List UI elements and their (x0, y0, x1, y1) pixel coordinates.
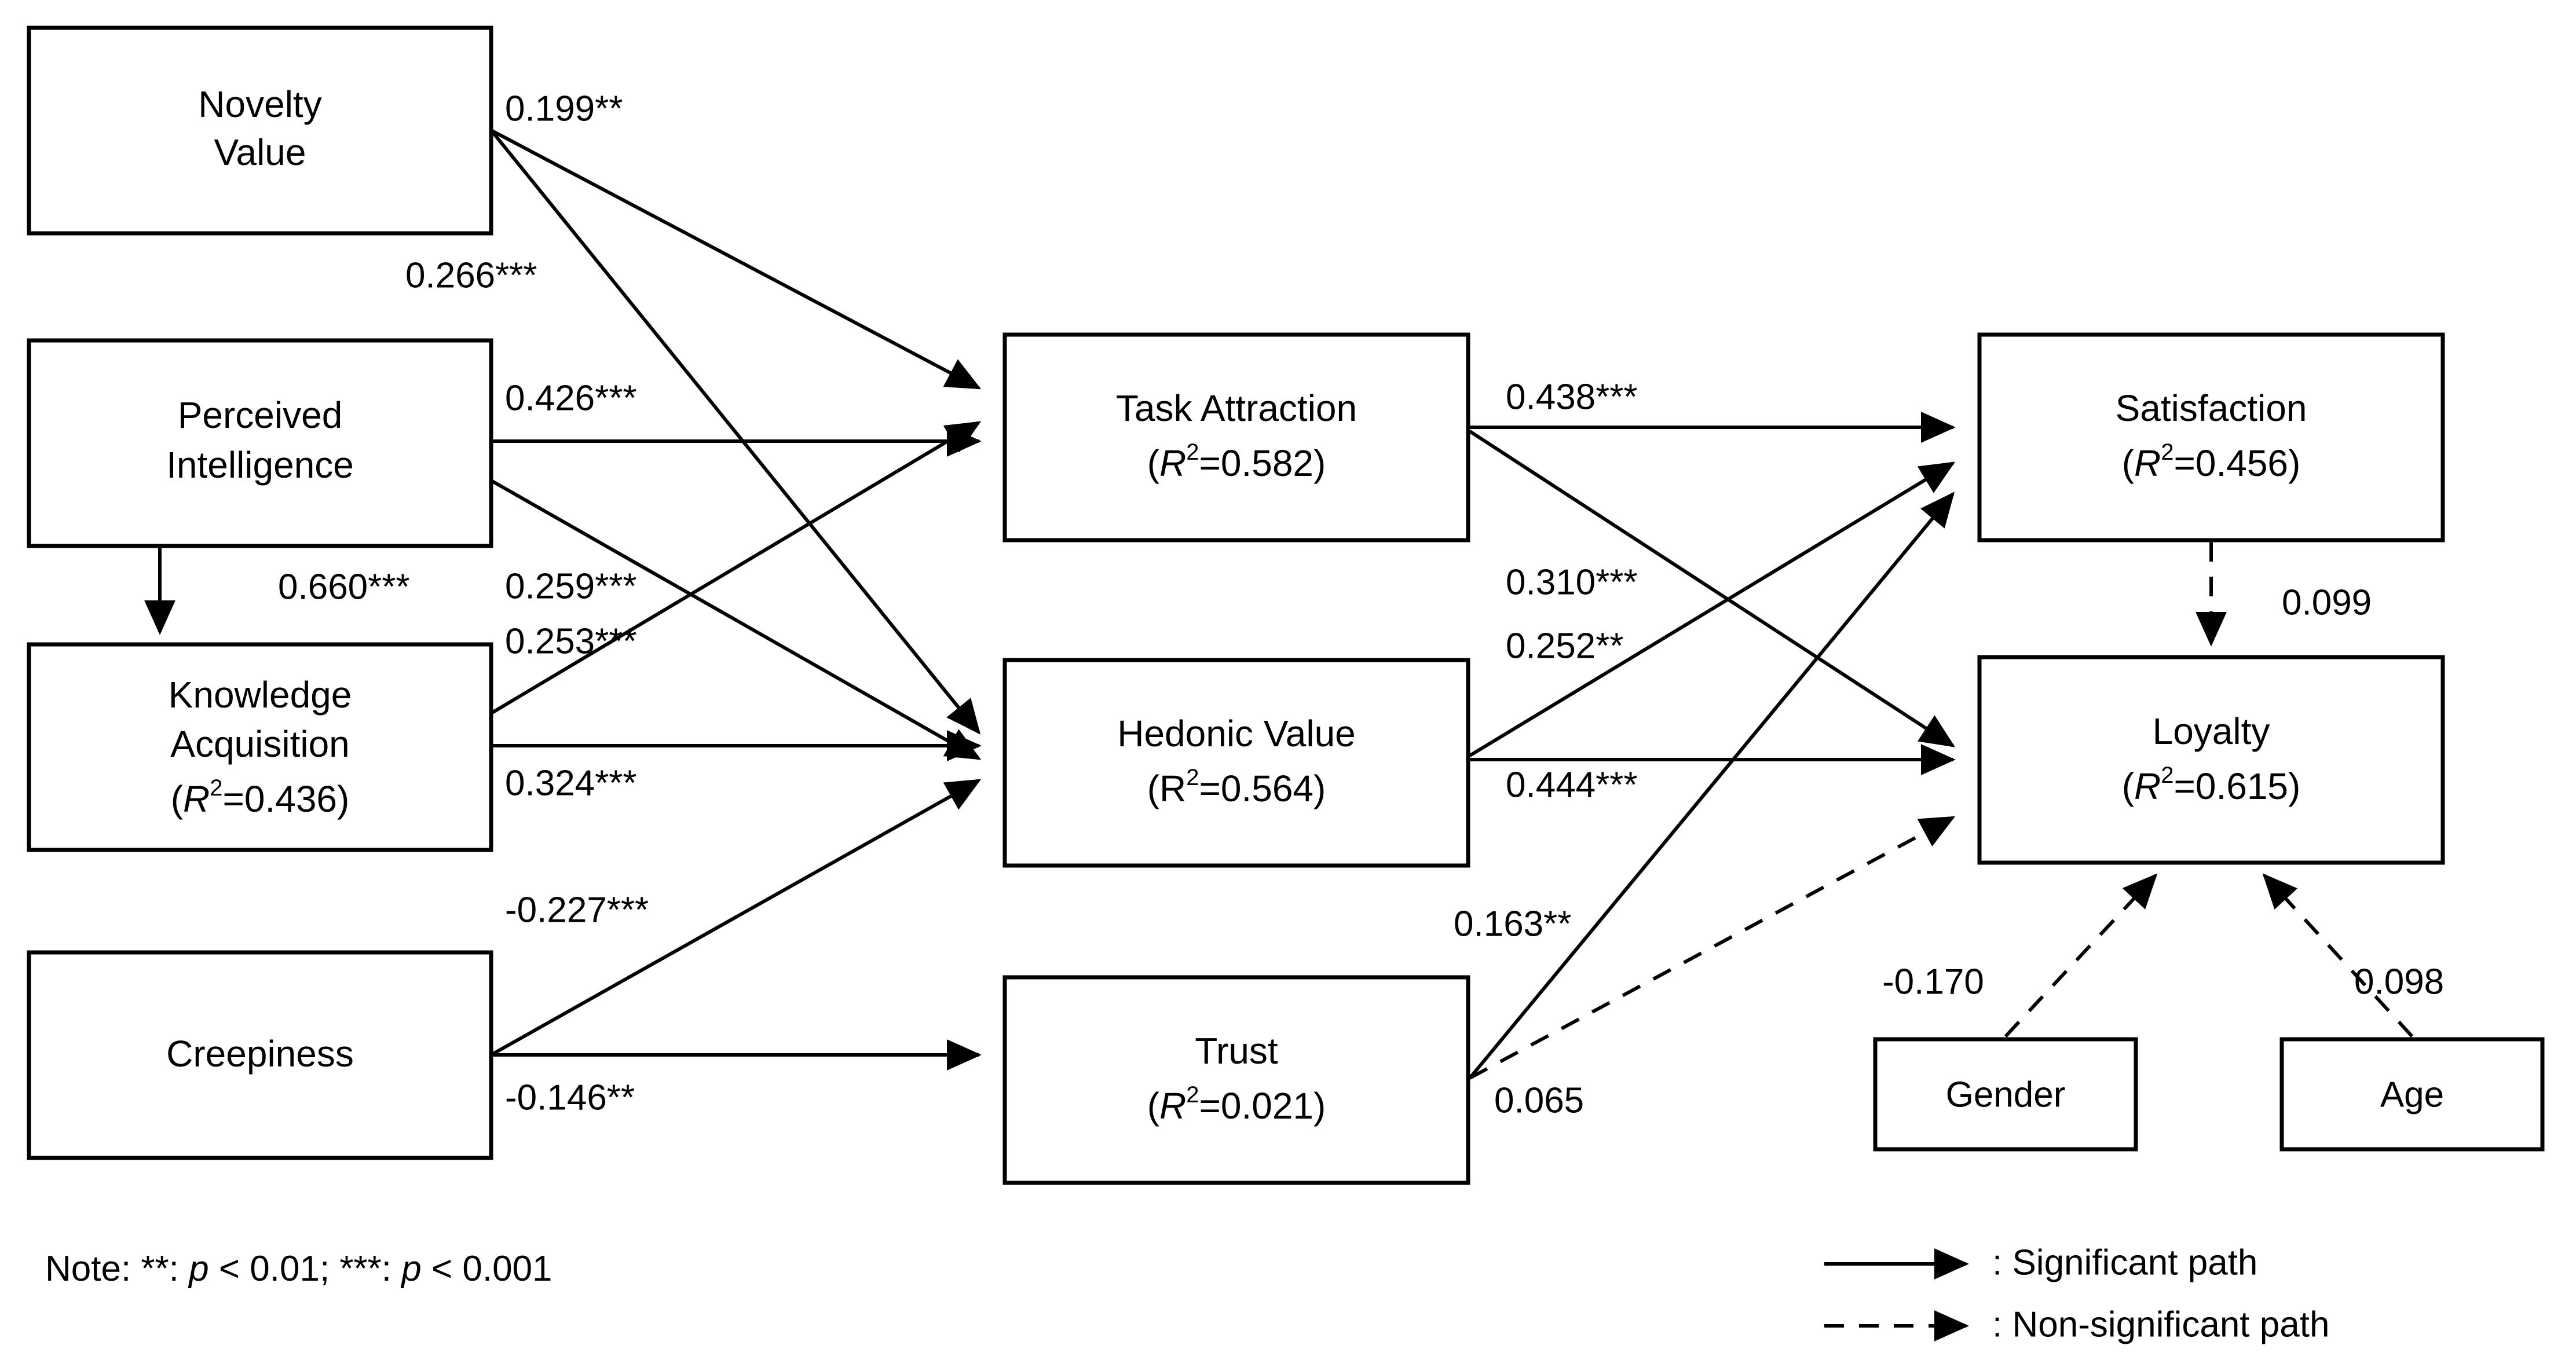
node-novelty-value[interactable]: Novelty Value (27, 25, 493, 236)
coef-satisfaction-to-loyalty: 0.099 (2282, 582, 2372, 622)
node-gender[interactable]: Gender (1873, 1037, 2138, 1152)
coef-trust-to-loyalty: 0.065 (1494, 1080, 1584, 1120)
node-knowledge-acquisition-r2: (R2=0.436) (171, 775, 350, 820)
node-novelty-value-line2: Value (214, 131, 306, 173)
node-trust-label: Trust (1195, 1030, 1278, 1072)
node-age-label: Age (2380, 1075, 2444, 1115)
coef-perceived-intelligence-to-hedonic-value: 0.259*** (505, 566, 637, 606)
coef-hedonic-value-to-satisfaction: 0.252** (1506, 626, 1623, 666)
node-age[interactable]: Age (2279, 1037, 2545, 1152)
node-knowledge-acquisition[interactable]: Knowledge Acquisition (R2=0.436) (27, 642, 493, 852)
legend: : Significant path : Non-significant pat… (1824, 1242, 2329, 1344)
coef-task-attraction-to-loyalty: 0.310*** (1506, 562, 1638, 602)
coef-knowledge-acquisition-to-hedonic-value: 0.324*** (505, 763, 637, 803)
coef-creepiness-to-hedonic-value: -0.227*** (505, 890, 649, 930)
coef-trust-to-satisfaction: 0.163** (1454, 904, 1571, 944)
coef-creepiness-to-trust: -0.146** (505, 1077, 635, 1117)
coef-age-to-loyalty: 0.098 (2354, 962, 2444, 1002)
significance-note: Note: **: p < 0.01; ***: p < 0.001 (45, 1249, 552, 1289)
node-satisfaction-label: Satisfaction (2116, 387, 2307, 429)
path-perceived-intelligence-to-hedonic-value (490, 479, 982, 760)
node-satisfaction-r2: (R2=0.456) (2122, 439, 2301, 484)
legend-item-significant: : Significant path (1824, 1242, 2257, 1282)
node-task-attraction-label: Task Attraction (1116, 387, 1357, 429)
node-loyalty[interactable]: Loyalty (R2=0.615) (1977, 655, 2445, 865)
node-trust[interactable]: Trust (R2=0.021) (1002, 975, 1470, 1185)
node-satisfaction[interactable]: Satisfaction (R2=0.456) (1977, 332, 2445, 542)
path-novelty-to-task-attraction (490, 129, 982, 390)
path-novelty-to-hedonic-value (489, 129, 981, 735)
legend-label-non-significant: : Non-significant path (1992, 1304, 2329, 1344)
coefficient-labels-group: 0.199** 0.266*** 0.426*** 0.259*** 0.660… (278, 89, 2444, 1120)
node-knowledge-acquisition-line2: Acquisition (170, 723, 350, 765)
coef-knowledge-acquisition-to-task-attraction: 0.253*** (505, 621, 637, 661)
node-gender-label: Gender (1946, 1075, 2066, 1115)
path-trust-to-loyalty (1469, 816, 1956, 1080)
path-hedonic-value-to-satisfaction (1469, 461, 1956, 757)
legend-item-non-significant: : Non-significant path (1824, 1304, 2329, 1344)
node-loyalty-label: Loyalty (2153, 710, 2270, 752)
legend-label-significant: : Significant path (1992, 1242, 2257, 1282)
path-gender-to-loyalty (2004, 873, 2158, 1038)
coef-perceived-intelligence-to-knowledge-acquisition: 0.660*** (278, 567, 410, 607)
node-task-attraction-r2: (R2=0.582) (1147, 439, 1326, 484)
node-hedonic-value-r2: (R2=0.564) (1147, 765, 1326, 809)
path-lines-group (144, 129, 2414, 1080)
node-task-attraction[interactable]: Task Attraction (R2=0.582) (1002, 332, 1470, 542)
node-hedonic-value-label: Hedonic Value (1117, 713, 1356, 754)
node-knowledge-acquisition-line1: Knowledge (169, 674, 352, 716)
path-knowledge-acquisition-to-task-attraction (490, 421, 982, 715)
node-novelty-value-line1: Novelty (198, 83, 321, 125)
node-perceived-intelligence-line1: Perceived (178, 394, 343, 436)
coef-perceived-intelligence-to-task-attraction: 0.426*** (505, 378, 637, 418)
path-creepiness-to-hedonic-value (490, 779, 982, 1057)
path-task-attraction-to-loyalty (1469, 430, 1956, 747)
node-hedonic-value[interactable]: Hedonic Value (R2=0.564) (1002, 658, 1470, 868)
node-creepiness-label: Creepiness (166, 1033, 354, 1075)
coef-novelty-to-task-attraction: 0.199** (505, 89, 623, 129)
node-creepiness[interactable]: Creepiness (27, 950, 493, 1160)
coef-gender-to-loyalty: -0.170 (1882, 962, 1984, 1002)
coef-hedonic-value-to-loyalty: 0.444*** (1506, 765, 1638, 805)
path-trust-to-satisfaction (1468, 492, 1955, 1079)
node-perceived-intelligence-line2: Intelligence (166, 444, 354, 486)
coef-novelty-to-hedonic-value: 0.266*** (405, 255, 537, 295)
coef-task-attraction-to-satisfaction: 0.438*** (1506, 377, 1638, 417)
node-perceived-intelligence[interactable]: Perceived Intelligence (27, 338, 493, 548)
path-age-to-loyalty (2262, 873, 2414, 1038)
node-loyalty-r2: (R2=0.615) (2122, 763, 2301, 807)
node-trust-r2: (R2=0.021) (1147, 1082, 1326, 1127)
